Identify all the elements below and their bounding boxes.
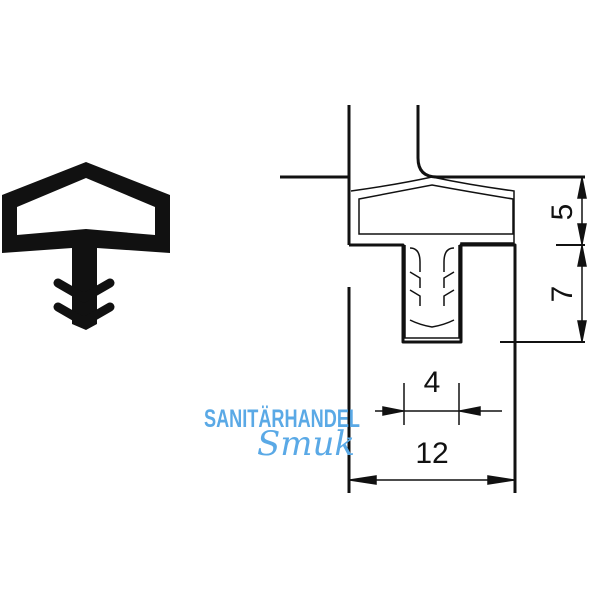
seal-section <box>350 176 515 342</box>
watermark-line1: SANITÄRHANDEL <box>204 405 360 433</box>
dimension-stem-width: 4 <box>424 366 441 399</box>
seal-barbs <box>53 278 115 327</box>
dimension-top-height: 5 <box>546 204 579 221</box>
watermark-line2: Smuk <box>257 424 355 464</box>
dimension-total-width: 12 <box>415 437 448 470</box>
seal-profile-silhouette <box>2 162 170 330</box>
dimension-bottom-height: 7 <box>546 286 579 303</box>
dimension-lines <box>349 177 587 485</box>
door-leaf-edge <box>416 105 585 179</box>
